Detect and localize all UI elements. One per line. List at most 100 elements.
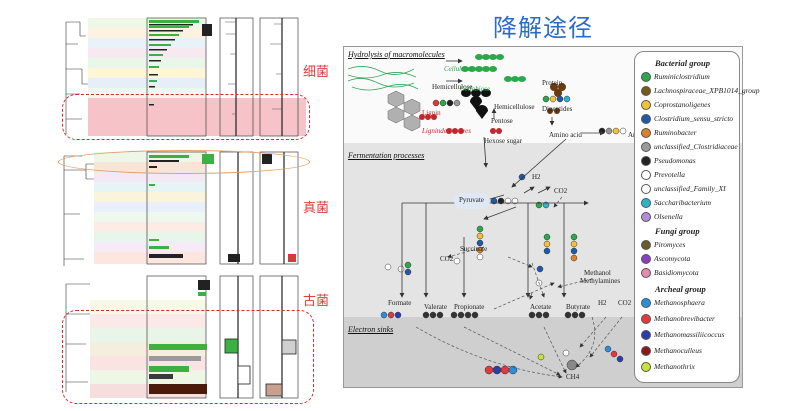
- legend-item: Prevotella: [641, 170, 685, 181]
- legend-item: Ruminobacter: [641, 128, 697, 139]
- legend-swatch: [641, 114, 651, 125]
- fungi-highlight-oval: [58, 150, 310, 174]
- legend-item: Olsenella: [641, 212, 683, 223]
- node-amino-acid: Amino acid: [549, 131, 582, 139]
- section-hydrolysis: Hydrolysis of macromolecules: [348, 50, 445, 59]
- legend-label: Ascomycota: [654, 254, 691, 263]
- node-butyrate: Butyrate: [566, 303, 591, 311]
- node-pyruvate: Pyruvate: [459, 196, 484, 204]
- legend-item: Methanoculleus: [641, 346, 702, 357]
- legend-swatch: [641, 362, 651, 373]
- legend-label: Lachnospiraceae_XPB1014_group: [654, 86, 760, 95]
- legend-swatch: [641, 128, 651, 139]
- legend-swatch: [641, 142, 651, 153]
- legend-label: Methanosphaera: [654, 298, 705, 307]
- legend-item: Lachnospiraceae_XPB1014_group: [641, 86, 760, 97]
- legend-label: unclassified_Family_XI: [654, 184, 726, 193]
- legend-label: Coprostanoligenes: [654, 100, 711, 109]
- legend-item: unclassified_Family_XI: [641, 184, 726, 195]
- node-cellulose: Cellulose: [444, 65, 471, 73]
- node-co2-bottom: CO2: [618, 299, 632, 307]
- legend-swatch: [641, 298, 651, 309]
- legend-archaea-head: Archeal group: [655, 284, 706, 294]
- page-title: 降解途径: [493, 14, 593, 42]
- legend-item: Saccharibacterium: [641, 198, 712, 209]
- node-methylamines: Methylamines: [580, 277, 621, 285]
- node-valerate: Valerate: [424, 303, 447, 311]
- legend-swatch: [641, 100, 651, 111]
- legend-item: Ascomycota: [641, 254, 691, 265]
- archaea-panel: [65, 275, 299, 399]
- legend-swatch: [641, 86, 651, 97]
- legend-label: Olsenella: [654, 212, 683, 221]
- legend-swatch: [641, 184, 651, 195]
- node-hexose: Hexose sugar: [484, 137, 522, 145]
- legend-item: Ruminiclostridium: [641, 72, 710, 83]
- legend-item: Methanobrevibacter: [641, 314, 715, 325]
- node-ch4: CH4: [566, 373, 580, 381]
- pyruvate-bubble: [454, 193, 490, 209]
- node-cellobiose: Cellobiose: [460, 85, 490, 93]
- node-hemicellulose: Hemicellulose: [432, 83, 473, 91]
- node-dipeptides: Dipeptides: [542, 105, 573, 113]
- node-succinate: Succinate: [460, 245, 488, 253]
- legend-swatch: [641, 72, 651, 83]
- legend-item: Coprostanoligenes: [641, 100, 711, 111]
- legend-swatch: [641, 198, 651, 209]
- node-h2-top: H2: [532, 173, 541, 181]
- section-electron: Electron sinks: [348, 325, 394, 334]
- legend-label: Ruminobacter: [654, 128, 697, 137]
- node-co2-mid: CO2: [440, 255, 454, 263]
- legend-fungi-head: Fungi group: [655, 226, 700, 236]
- label-fungi: 真菌: [301, 197, 332, 216]
- node-formate: Formate: [388, 299, 412, 307]
- legend-swatch: [641, 240, 651, 251]
- legend-label: Methanoculleus: [654, 346, 702, 355]
- legend-item: Clostridium_sensu_stricto: [641, 114, 733, 125]
- node-h2-bottom: H2: [598, 299, 607, 307]
- legend-item: unclassified_Clostridiaceae: [641, 142, 738, 153]
- bacteria-highlight-box: [62, 94, 310, 140]
- label-archaea: 古菌: [301, 290, 332, 309]
- legend-item: Methanomassiliicoccus: [641, 330, 725, 341]
- legend-item: Pseudomonas: [641, 156, 696, 167]
- legend-swatch: [641, 170, 651, 181]
- node-lignin-derivatives: Ligninderivatives: [422, 127, 471, 135]
- legend-label: Piromyces: [654, 240, 686, 249]
- legend-label: Methanomassiliicoccus: [654, 330, 725, 339]
- legend-label: unclassified_Clostridiaceae: [654, 142, 738, 151]
- section-fermentation: Fermentation processes: [348, 151, 425, 160]
- legend-label: Saccharibacterium: [654, 198, 712, 207]
- node-co2-top: CO2: [554, 187, 568, 195]
- legend-label: Pseudomonas: [654, 156, 696, 165]
- legend-swatch: [641, 346, 651, 357]
- legend-label: Methanobrevibacter: [654, 314, 715, 323]
- node-hemicellulose-sugar: Hemicellulose: [494, 103, 535, 111]
- node-pentose: Pentose: [491, 117, 513, 125]
- legend-item: Basidiomycota: [641, 268, 699, 279]
- archaea-highlight-box: [62, 310, 314, 404]
- node-lignin: Lignin: [422, 109, 441, 117]
- legend-label: Methanothrix: [654, 362, 695, 371]
- legend-label: Ruminiclostridium: [654, 72, 710, 81]
- node-methanol: Methanol: [584, 269, 611, 277]
- legend-label: Basidiomycota: [654, 268, 699, 277]
- legend-swatch: [641, 268, 651, 279]
- node-propionate: Propionate: [454, 303, 485, 311]
- legend-swatch: [641, 254, 651, 265]
- label-bacteria: 细菌: [301, 61, 332, 80]
- node-acetate: Acetate: [530, 303, 552, 311]
- node-protein: Protein: [542, 79, 563, 87]
- legend-swatch: [641, 156, 651, 167]
- legend-item: Methanothrix: [641, 362, 695, 373]
- pathway-graphics: [347, 54, 627, 379]
- legend-label: Prevotella: [654, 170, 685, 179]
- legend-item: Methanosphaera: [641, 298, 705, 309]
- legend-item: Piromyces: [641, 240, 686, 251]
- left-figure: [60, 16, 308, 399]
- legend-bacterial-head: Bacterial group: [655, 58, 711, 68]
- pathway-diagram: Hydrolysis of macromolecules Fermentatio…: [343, 46, 760, 388]
- legend-swatch: [641, 212, 651, 223]
- bacteria-panel: [60, 16, 308, 144]
